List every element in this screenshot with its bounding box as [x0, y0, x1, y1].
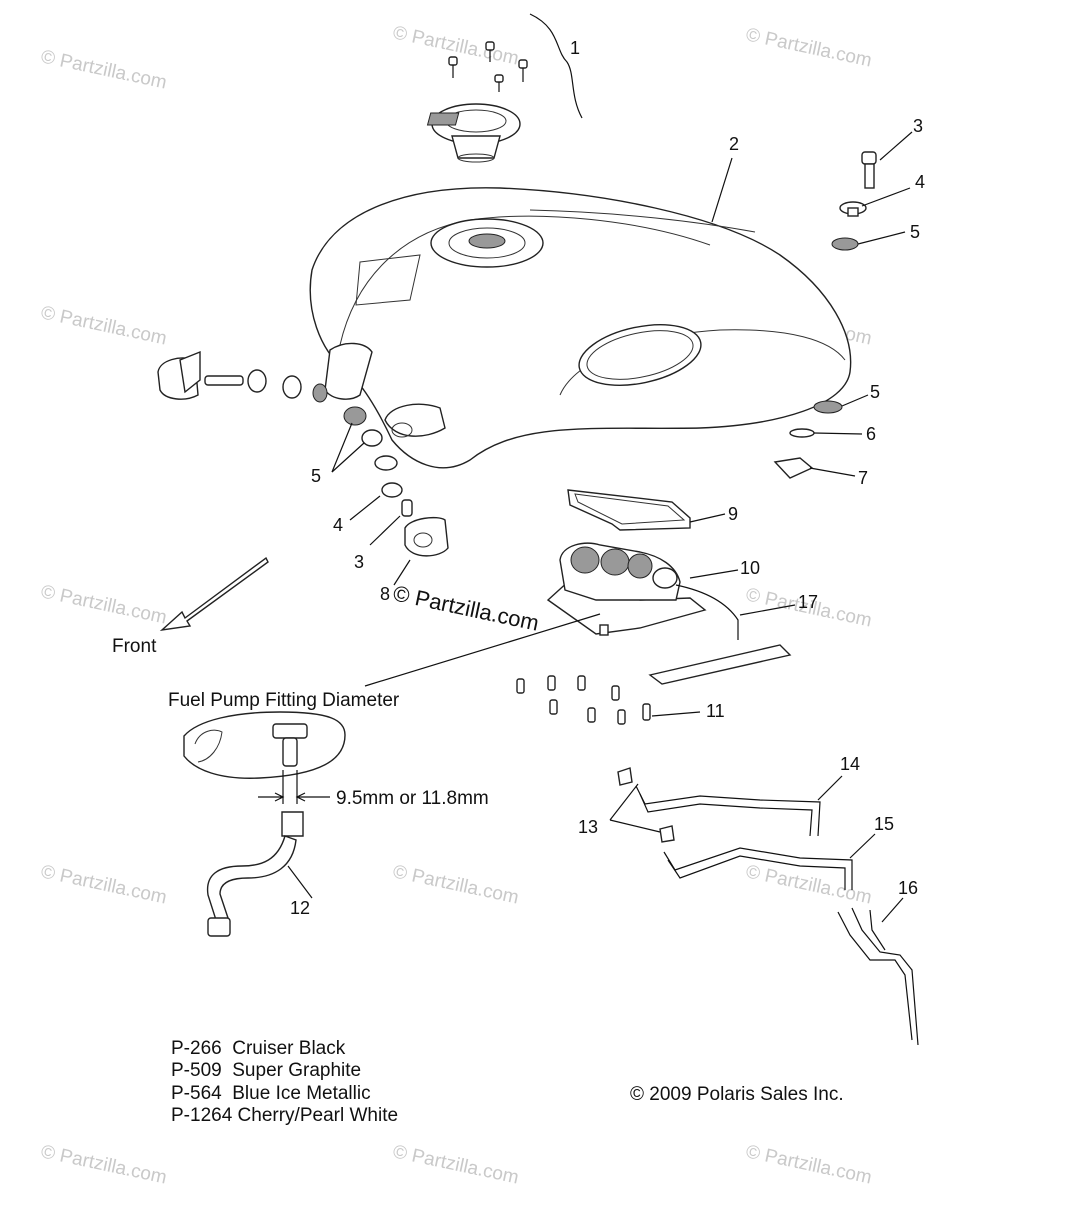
- callout-9[interactable]: 9: [728, 504, 738, 524]
- left-mount-bumper[interactable]: [157, 350, 328, 403]
- vent-tee-fitting[interactable]: [837, 907, 919, 1046]
- color-code: P-509 Super Graphite: [171, 1060, 361, 1081]
- callout-8[interactable]: 8: [380, 584, 390, 604]
- callout-2[interactable]: 2: [729, 134, 739, 154]
- callout-5[interactable]: 5: [910, 222, 920, 242]
- watermark: © Partzilla.com: [39, 581, 169, 628]
- rear-mount-washer[interactable]: [789, 428, 815, 438]
- watermark: © Partzilla.com: [744, 1141, 874, 1188]
- callout-3[interactable]: 3: [913, 116, 923, 136]
- callout-14[interactable]: 14: [840, 754, 860, 774]
- color-code: P-1264 Cherry/Pearl White: [171, 1105, 398, 1126]
- vent-hose-upper[interactable]: [617, 767, 821, 837]
- left-lower-grommets[interactable]: [343, 406, 449, 557]
- leader-lines: [287, 131, 913, 923]
- watermark: © Partzilla.com: [744, 24, 874, 71]
- callout-3[interactable]: 3: [354, 552, 364, 572]
- cap-screw[interactable]: [448, 41, 528, 92]
- callout-numbers: 1 2 3 4 5 5 6 7 9 10 17 11 5 4 3 8 14 13…: [290, 38, 925, 918]
- callout-10[interactable]: 10: [740, 558, 760, 578]
- color-code: P-564 Blue Ice Metallic: [171, 1083, 371, 1104]
- fuel-tank[interactable]: [309, 187, 852, 469]
- fuel-level-sender[interactable]: [648, 644, 792, 685]
- fitting-inset: [183, 711, 346, 804]
- watermark: © Partzilla.com: [744, 861, 874, 908]
- front-label: Front: [112, 636, 157, 657]
- fuel-pump-gasket[interactable]: [567, 489, 691, 531]
- callout-1[interactable]: 1: [570, 38, 580, 58]
- watermark: © Partzilla.com: [39, 861, 169, 908]
- watermark: © Partzilla.com: [391, 861, 521, 908]
- diagram-watermark: © Partzilla.com: [391, 580, 541, 635]
- callout-12[interactable]: 12: [290, 898, 310, 918]
- callout-7[interactable]: 7: [858, 468, 868, 488]
- fuel-cap-assembly[interactable]: [426, 13, 583, 163]
- right-mount-bolt[interactable]: [861, 151, 877, 189]
- rear-mount-nut[interactable]: [773, 457, 814, 479]
- rear-mount-grommet[interactable]: [813, 400, 843, 414]
- fitting-dimension: 9.5mm or 11.8mm: [336, 788, 489, 809]
- front-direction-arrow: [159, 556, 269, 632]
- callout-4[interactable]: 4: [915, 172, 925, 192]
- callout-16[interactable]: 16: [898, 878, 918, 898]
- callout-17[interactable]: 17: [798, 592, 818, 612]
- watermark: © Partzilla.com: [39, 46, 169, 93]
- right-mount-grommet[interactable]: [831, 237, 859, 251]
- fuel-pump[interactable]: [546, 542, 739, 640]
- fitting-title: Fuel Pump Fitting Diameter: [168, 690, 400, 711]
- callout-15[interactable]: 15: [874, 814, 894, 834]
- callout-11[interactable]: 11: [706, 701, 725, 721]
- right-mount-washer[interactable]: [839, 201, 867, 217]
- callout-5[interactable]: 5: [870, 382, 880, 402]
- color-code: P-266 Cruiser Black: [171, 1038, 346, 1059]
- copyright-notice: © 2009 Polaris Sales Inc.: [630, 1084, 844, 1105]
- callout-13[interactable]: 13: [578, 817, 598, 837]
- vent-hose-lower[interactable]: [659, 825, 853, 890]
- callout-4[interactable]: 4: [333, 515, 343, 535]
- fuel-hose[interactable]: [206, 811, 304, 937]
- callout-5[interactable]: 5: [311, 466, 321, 486]
- callout-6[interactable]: 6: [866, 424, 876, 444]
- watermark: © Partzilla.com: [39, 302, 169, 349]
- watermark: © Partzilla.com: [39, 1141, 169, 1188]
- color-code-list: P-266 Cruiser Black P-509 Super Graphite…: [171, 1038, 398, 1126]
- fuel-pump-screws[interactable]: [516, 675, 651, 725]
- watermark: © Partzilla.com: [391, 1141, 521, 1188]
